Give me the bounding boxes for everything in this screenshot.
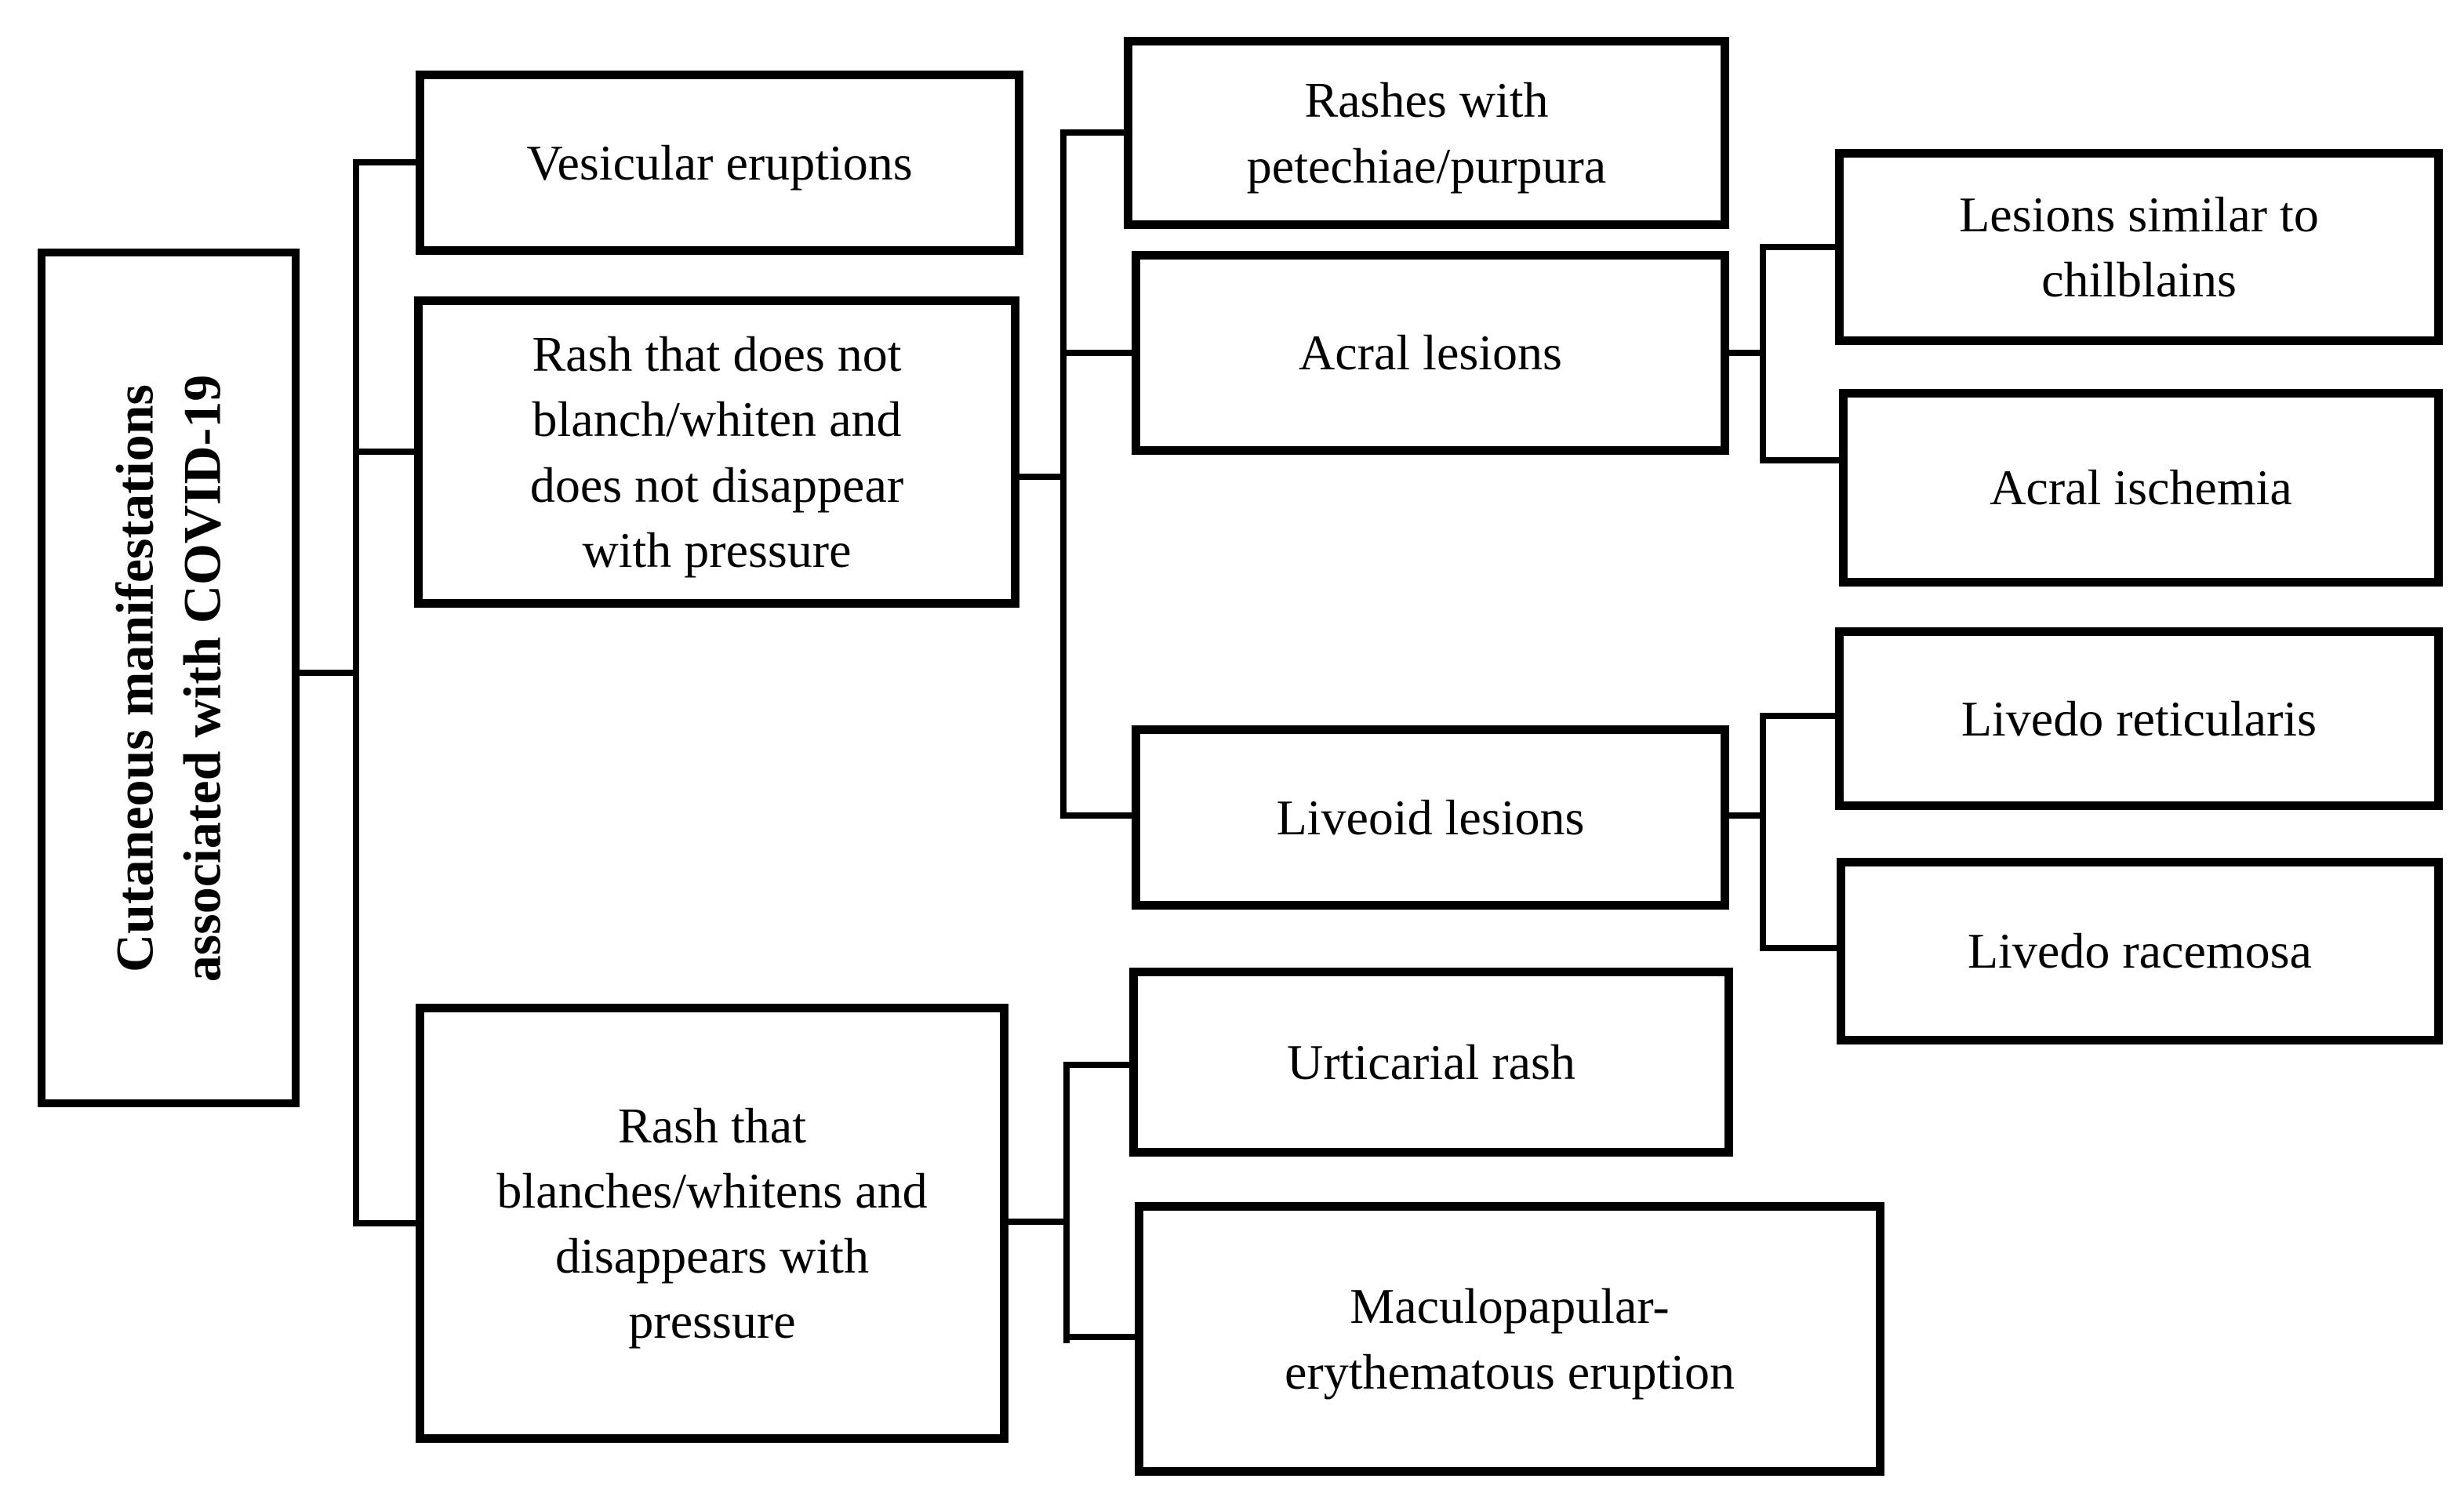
- node-label: Rashes with petechiae/purpura: [1246, 72, 1607, 194]
- connector-stub-acral: [1060, 350, 1132, 356]
- connector-stub-reticularis: [1760, 713, 1835, 719]
- node-label: Rash that does not blanch/whiten and doe…: [529, 326, 904, 578]
- connector-non-blanching-feed: [1016, 474, 1063, 480]
- node-vesicular-eruptions: Vesicular eruptions: [416, 71, 1023, 255]
- connector-stub-chilblains: [1760, 244, 1835, 250]
- node-livedo-reticularis: Livedo reticularis: [1835, 627, 2443, 810]
- connector-l1-trunk: [353, 159, 359, 1226]
- node-label: Livedo racemosa: [1968, 923, 2312, 979]
- node-rash-non-blanching: Rash that does not blanch/whiten and doe…: [414, 296, 1019, 608]
- connector-liveoid-feed: [1726, 812, 1763, 819]
- node-label: Acral ischemia: [1990, 460, 2292, 516]
- node-liveoid-lesions: Liveoid lesions: [1132, 725, 1729, 910]
- connector-blanching-feed: [1005, 1219, 1063, 1225]
- connector-l3b-trunk: [1063, 1062, 1070, 1343]
- node-rash-blanching: Rash that blanches/whitens and disappear…: [416, 1004, 1008, 1443]
- node-livedo-racemosa: Livedo racemosa: [1837, 858, 2443, 1044]
- connector-stub-urticarial: [1063, 1062, 1129, 1068]
- connector-stub-blanching: [353, 1220, 416, 1226]
- node-cutaneous-manifestations-root: Cutaneous manifestations associated with…: [38, 249, 300, 1107]
- node-acral-ischemia: Acral ischemia: [1839, 389, 2443, 587]
- node-lesions-similar-chilblains: Lesions similar to chilblains: [1835, 149, 2443, 345]
- connector-stub-non-blanching: [353, 449, 414, 455]
- node-maculopapular-erythematous: Maculopapular- erythematous eruption: [1135, 1202, 1884, 1476]
- node-label: Urticarial rash: [1287, 1034, 1575, 1090]
- root-label-rotated: Cutaneous manifestations associated with…: [101, 263, 237, 1094]
- connector-stub-ischemia: [1760, 457, 1839, 463]
- node-label: Livedo reticularis: [1961, 690, 2317, 747]
- node-label: Rash that blanches/whitens and disappear…: [496, 1097, 928, 1350]
- node-label: Acral lesions: [1299, 325, 1562, 381]
- connector-l4a-trunk: [1760, 244, 1766, 463]
- connector-stub-petechiae: [1060, 129, 1124, 136]
- root-label-text: Cutaneous manifestations associated with…: [104, 374, 232, 982]
- connector-l4b-trunk: [1760, 713, 1766, 951]
- node-label: Maculopapular- erythematous eruption: [1284, 1278, 1735, 1400]
- node-label: Lesions similar to chilblains: [1959, 186, 2319, 307]
- connector-stub-racemosa: [1760, 945, 1837, 951]
- node-urticarial-rash: Urticarial rash: [1129, 968, 1733, 1157]
- node-label: Vesicular eruptions: [526, 134, 913, 191]
- connector-acral-feed: [1726, 350, 1763, 356]
- node-acral-lesions: Acral lesions: [1132, 251, 1729, 455]
- connector-root-feed: [296, 670, 356, 676]
- connector-l3a-trunk: [1060, 129, 1067, 819]
- connector-stub-liveoid: [1060, 812, 1132, 819]
- node-rashes-petechiae-purpura: Rashes with petechiae/purpura: [1124, 37, 1729, 229]
- connector-stub-vesicular: [353, 159, 416, 165]
- connector-stub-maculopapular: [1063, 1334, 1135, 1340]
- node-label: Liveoid lesions: [1276, 789, 1585, 845]
